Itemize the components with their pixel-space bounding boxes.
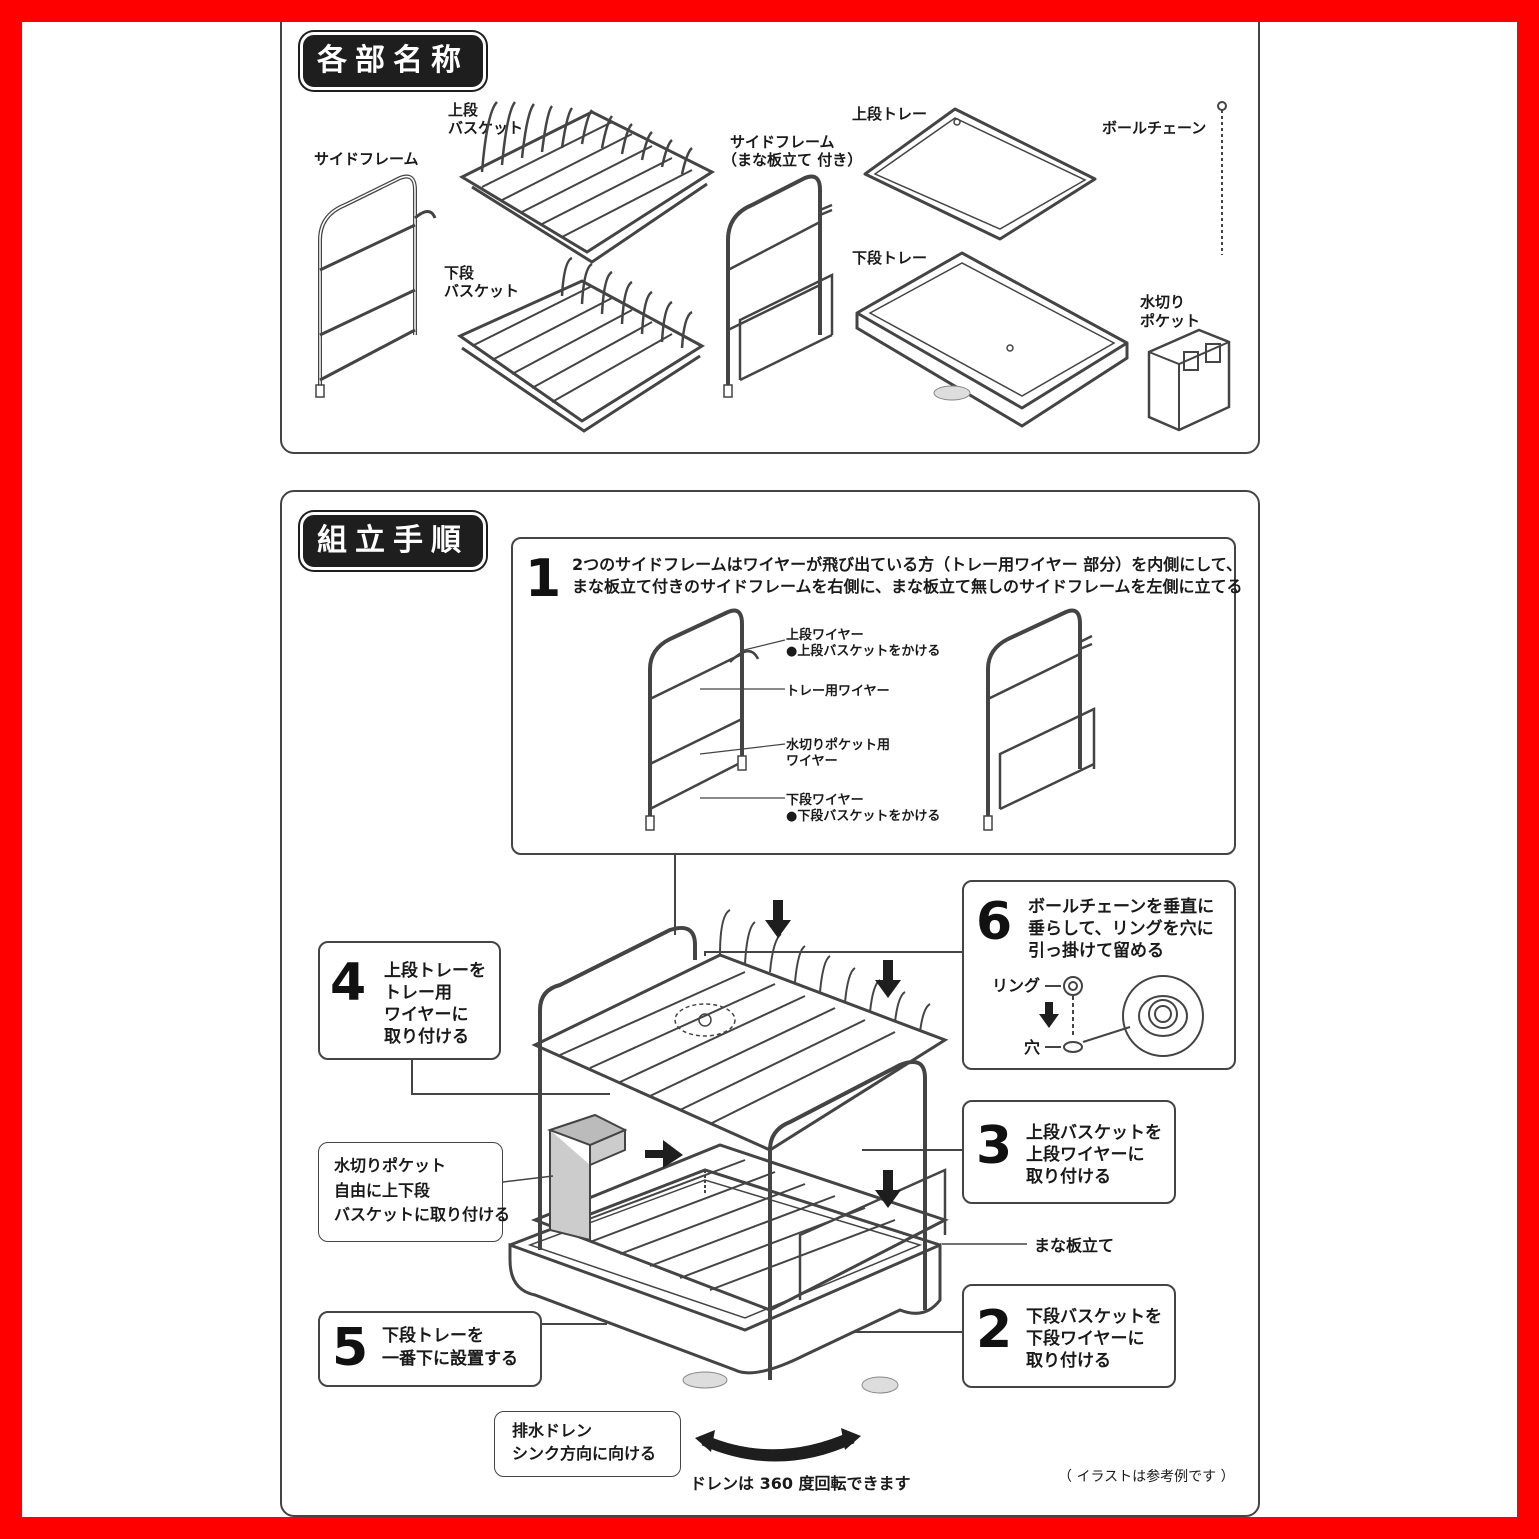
step6-text-line1: ボールチェーンを垂直に [1028, 897, 1215, 917]
label-drain-pocket-1: 水切り [1140, 293, 1186, 311]
rotate-note: ドレンは 360 度回転できます [690, 1474, 911, 1493]
step4-number: 4 [330, 953, 367, 1013]
callout-pocket-wire-1: 水切りポケット用 [786, 738, 891, 753]
step4-text-line2: トレー用 [384, 983, 452, 1003]
callout-tray-wire: トレー用ワイヤー [786, 684, 890, 699]
step6-box [962, 880, 1236, 1070]
step2-connector [852, 1331, 962, 1333]
step5-text-line2: 一番下に設置する [382, 1349, 518, 1369]
step6-text-line2: 垂らして、リングを穴に [1028, 919, 1214, 939]
step1-text-line1: 2つのサイドフレームはワイヤーが飛び出ている方（トレー用ワイヤー 部分）を内側に… [572, 555, 1242, 574]
assembled-rack-illustration [508, 900, 949, 1456]
drain-pocket-illustration [1147, 328, 1231, 432]
step4-connector [411, 1060, 610, 1095]
step1-text-line2: まな板立て付きのサイドフレームを右側に、まな板立て無しのサイドフレームを左側に立… [572, 577, 1243, 596]
label-lower-tray: 下段トレー [852, 249, 928, 267]
upper-tray-illustration [863, 107, 1097, 241]
parts-section-title: 各部名称 [300, 32, 486, 90]
callout-lower-wire-1: 下段ワイヤー [786, 793, 864, 808]
label-lower-basket-2: バスケット [444, 282, 520, 300]
step2-number: 2 [976, 1300, 1013, 1360]
callout-upper-wire-1: 上段ワイヤー [786, 628, 864, 643]
illustration-note: （ イラストは参考例です ） [1058, 1469, 1235, 1485]
callout-upper-wire-2: ●上段バスケットをかける [786, 644, 941, 659]
step1-box [511, 537, 1236, 855]
step4-text-line3: ワイヤーに [384, 1005, 469, 1025]
assembly-section-title: 組立手順 [300, 512, 486, 570]
pocket-note-line2: 自由に上下段 [334, 1181, 431, 1200]
step1-right-frame [983, 608, 1096, 831]
callout-pocket-wire-2: ワイヤー [786, 754, 838, 769]
pocket-note-connector [502, 1175, 554, 1183]
step6-connector [704, 951, 962, 956]
step1-number: 1 [525, 549, 562, 609]
step5-text-line1: 下段トレーを [382, 1326, 484, 1346]
pocket-note-line3: バスケットに取り付ける [334, 1205, 511, 1224]
step2-text-line2: 下段ワイヤーに [1026, 1329, 1145, 1349]
label-upper-tray: 上段トレー [852, 105, 928, 123]
label-lower-basket-1: 下段 [444, 264, 475, 282]
drain-note-line1: 排水ドレン [512, 1421, 593, 1440]
ring-label: リング [992, 976, 1041, 995]
step4-text-line1: 上段トレーを [384, 961, 486, 981]
step5-box [318, 1311, 542, 1387]
step6-text-line3: 引っ掛けて留める [1028, 941, 1164, 961]
step1-connector [674, 855, 676, 935]
step3-connector [862, 1149, 962, 1151]
hole-label: 穴 [1024, 1038, 1041, 1057]
board-stand-connector [942, 1243, 1027, 1245]
label-side-frame: サイドフレーム [314, 150, 419, 168]
label-upper-basket-1: 上段 [448, 101, 479, 119]
pocket-note-line1: 水切りポケット [334, 1156, 447, 1175]
rotate-arrow [695, 1428, 861, 1462]
step4-text-line4: 取り付ける [384, 1027, 469, 1047]
drain-note-line2: シンク方向に向ける [512, 1444, 657, 1463]
step5-connector [542, 1323, 607, 1325]
label-side-frame-board-2: （まな板立て 付き） [722, 151, 863, 169]
step2-text-line1: 下段バスケットを [1026, 1307, 1162, 1327]
step1-callout-lines [699, 639, 786, 799]
step2-box [962, 1284, 1176, 1388]
label-side-frame-board-1: サイドフレーム [730, 133, 835, 151]
step1-left-frame [645, 608, 760, 831]
lower-basket-illustration [456, 256, 705, 433]
step6-chain-diagram [1039, 975, 1204, 1057]
label-upper-basket-2: バスケット [448, 119, 524, 137]
lower-tray-illustration [855, 251, 1129, 428]
pocket-note-box [318, 1142, 503, 1242]
side-frame-illustration [315, 174, 437, 398]
step3-number: 3 [976, 1116, 1013, 1176]
step2-text-line3: 取り付ける [1026, 1351, 1111, 1371]
board-stand-label: まな板立て [1034, 1236, 1115, 1255]
step3-text-line3: 取り付ける [1026, 1167, 1111, 1187]
step3-text-line2: 上段ワイヤーに [1026, 1145, 1145, 1165]
label-drain-pocket-2: ポケット [1140, 312, 1201, 330]
step3-box [962, 1100, 1176, 1204]
side-frame-board-illustration [723, 174, 834, 398]
label-ball-chain: ボールチェーン [1102, 119, 1207, 137]
drain-note-box [494, 1411, 681, 1477]
step6-number: 6 [976, 892, 1013, 952]
callout-lower-wire-2: ●下段バスケットをかける [786, 809, 941, 824]
upper-basket-illustration [458, 101, 716, 264]
step5-number: 5 [332, 1318, 369, 1378]
step3-text-line1: 上段バスケットを [1026, 1123, 1162, 1143]
ball-chain-illustration [1217, 101, 1227, 255]
step4-box [318, 941, 501, 1060]
